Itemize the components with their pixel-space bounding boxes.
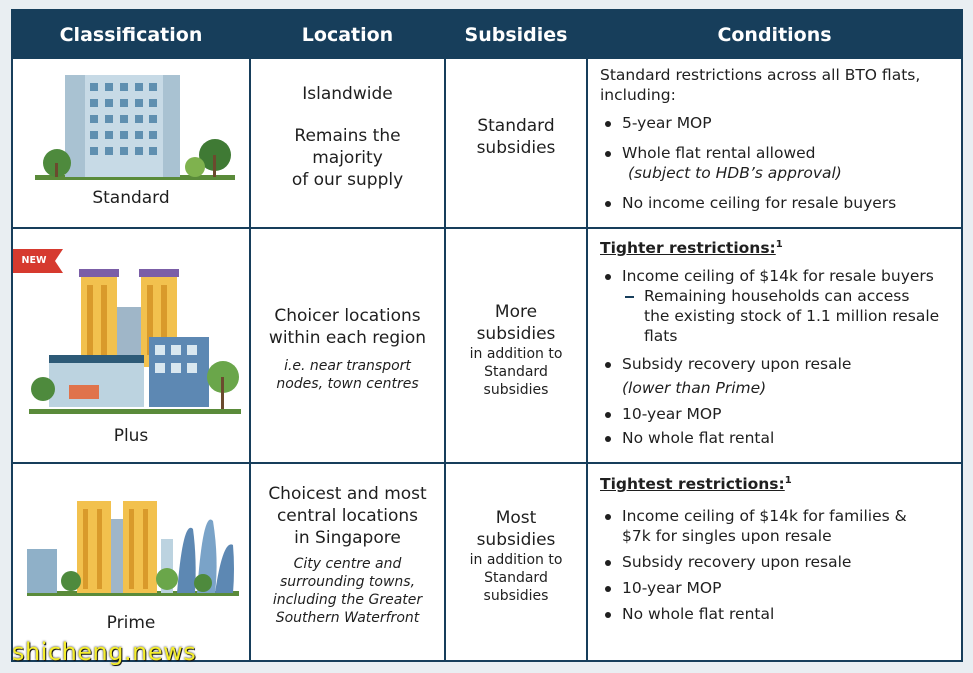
subsidies-standard: Standard subsidies <box>446 115 586 159</box>
location-line: Choicer locations <box>274 306 421 326</box>
location-note: nodes, town centres <box>276 376 419 392</box>
condition-line: $7k for singles upon resale <box>622 527 832 546</box>
condition-item: Income ceiling of $14k for families & $7… <box>600 506 960 546</box>
subsidy-line: Most <box>495 508 537 528</box>
location-note: including the Greater <box>272 592 423 608</box>
subsidy-note: in addition to <box>469 346 563 362</box>
subitem-line: the existing stock of 1.1 million resale <box>644 307 940 326</box>
plus-flats-illustration <box>29 269 241 414</box>
condition-item: Subsidy recovery upon resale <box>600 354 960 374</box>
condition-item: No whole flat rental <box>600 428 960 448</box>
location-line: Islandwide <box>302 84 393 104</box>
location-note: surrounding towns, <box>279 574 416 590</box>
conditions-heading: Tightest restrictions:1 <box>600 471 960 494</box>
subsidy-note: subsidies <box>483 588 549 604</box>
condition-item: 10-year MOP <box>600 404 960 424</box>
standard-flats-illustration <box>35 75 235 180</box>
classification-prime: Prime <box>106 613 156 633</box>
condition-item: No income ceiling for resale buyers <box>600 193 955 213</box>
subsidy-note: Standard <box>484 570 548 586</box>
header-location: Location <box>301 24 394 46</box>
subsidies-plus: More subsidies in addition to Standard s… <box>446 301 586 399</box>
conditions-heading-text: Tighter restrictions: <box>600 239 776 258</box>
column-divider <box>586 11 588 660</box>
location-line: within each region <box>268 328 427 348</box>
subsidy-note: in addition to <box>469 552 563 568</box>
classification-plus: Plus <box>113 426 149 446</box>
conditions-heading: Tighter restrictions:1 <box>600 235 960 258</box>
new-badge-shape <box>13 249 63 273</box>
header-subsidies: Subsidies <box>464 24 568 46</box>
subitem-line: Remaining households can access <box>644 287 910 306</box>
column-divider <box>444 11 446 660</box>
location-plus: Choicer locations within each region i.e… <box>251 305 444 393</box>
column-divider <box>249 11 251 660</box>
subitem-line: flats <box>644 327 678 346</box>
watermark: shicheng.news <box>12 638 197 666</box>
condition-item: Income ceiling of $14k for resale buyers <box>600 266 960 286</box>
location-note: City centre and <box>293 556 402 572</box>
subsidy-note: subsidies <box>483 382 549 398</box>
conditions-heading-text: Tightest restrictions: <box>600 475 785 494</box>
condition-item: No whole flat rental <box>600 604 960 624</box>
location-line: in Singapore <box>294 528 401 548</box>
condition-line: Income ceiling of $14k for families & <box>622 507 907 526</box>
location-note: i.e. near transport <box>284 358 411 374</box>
condition-item: 5-year MOP <box>600 113 955 133</box>
header-classification: Classification <box>59 24 203 46</box>
new-badge-label: NEW <box>21 255 47 266</box>
new-badge: NEW <box>13 249 63 273</box>
location-standard: Islandwide Remains the majority of our s… <box>251 83 444 191</box>
condition-item: Whole flat rental allowed <box>600 143 955 163</box>
location-line: of our supply <box>291 170 404 190</box>
subsidy-note: Standard <box>484 364 548 380</box>
subsidy-line: Standard <box>477 116 555 136</box>
classification-standard: Standard <box>92 188 170 208</box>
conditions-plus: Tighter restrictions:1 Income ceiling of… <box>600 235 960 448</box>
prime-flats-illustration <box>27 501 239 596</box>
location-prime: Choicest and most central locations in S… <box>251 483 444 627</box>
header-conditions: Conditions <box>717 24 832 46</box>
condition-subitem: Remaining households can access the exis… <box>600 286 960 346</box>
footnote-marker: 1 <box>784 475 792 486</box>
condition-item: 10-year MOP <box>600 578 960 598</box>
row-divider <box>13 462 961 464</box>
location-line: Remains the <box>294 126 401 146</box>
schemes-table: Classification Location Subsidies Condit… <box>11 9 963 662</box>
subsidy-line: More <box>494 302 538 322</box>
condition-note: (lower than Prime) <box>622 379 767 398</box>
location-note: Southern Waterfront <box>275 610 420 626</box>
location-line: Choicest and most <box>268 484 427 504</box>
conditions-prime: Tightest restrictions:1 Income ceiling o… <box>600 471 960 624</box>
footnote-marker: 1 <box>775 239 783 250</box>
subsidy-line: subsidies <box>476 138 556 158</box>
subsidies-prime: Most subsidies in addition to Standard s… <box>446 507 586 605</box>
condition-note: (subject to HDB’s approval) <box>628 164 842 182</box>
location-line: majority <box>312 148 383 168</box>
conditions-standard: Standard restrictions across all BTO fla… <box>600 65 955 213</box>
location-line: central locations <box>276 506 419 526</box>
table-header: Classification Location Subsidies Condit… <box>13 11 961 59</box>
subsidy-line: subsidies <box>476 324 556 344</box>
row-divider <box>13 227 961 229</box>
condition-item: Subsidy recovery upon resale <box>600 552 960 572</box>
conditions-intro: Standard restrictions across all BTO fla… <box>600 66 921 104</box>
subsidy-line: subsidies <box>476 530 556 550</box>
